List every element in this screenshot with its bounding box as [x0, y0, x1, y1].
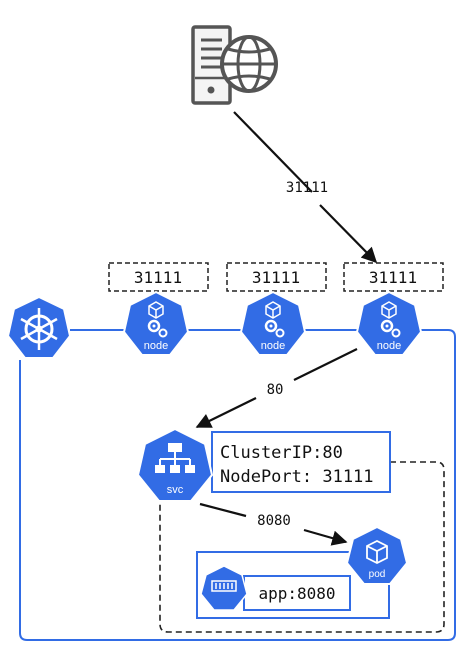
kubernetes-logo-icon — [6, 295, 72, 359]
cluster-boundary — [19, 329, 456, 641]
node-port-label: 31111 — [134, 268, 182, 287]
pod-badge-label: pod — [369, 569, 386, 580]
internet-port-label: 31111 — [286, 180, 328, 196]
cube-icon — [148, 301, 164, 319]
gear-icon — [264, 319, 285, 338]
cube-icon — [366, 539, 388, 565]
container-box — [243, 575, 351, 611]
svc-info-box — [211, 431, 391, 493]
svc-badge: svc — [136, 427, 214, 502]
node-svc-arrow-lower — [195, 397, 257, 428]
node-port-box-3: 31111 — [343, 262, 444, 292]
server-icon — [191, 25, 232, 105]
node-badge-label: node — [261, 340, 285, 352]
node-port-value-label: NodePort: 31111 — [220, 467, 374, 487]
node-badge-3: node — [355, 290, 423, 356]
cube-icon — [381, 301, 397, 319]
globe-icon — [220, 35, 278, 93]
gear-icon — [147, 319, 168, 338]
node-port-label: 31111 — [252, 268, 300, 287]
svc-port-label: 80 — [267, 382, 284, 398]
container-icon — [211, 580, 237, 592]
network-hierarchy-icon — [155, 443, 195, 473]
internet-arrow-lower — [319, 204, 378, 264]
node-svc-arrow-upper — [293, 348, 358, 381]
node-badge-label: node — [377, 340, 401, 352]
svc-pod-arrow-upper — [199, 502, 247, 518]
node-port-label: 31111 — [369, 268, 417, 287]
cube-icon — [265, 301, 281, 319]
node-badge-2: node — [239, 290, 307, 356]
gear-icon — [380, 319, 401, 338]
node-badge-1: node — [122, 290, 190, 356]
node-port-box-1: 31111 — [108, 262, 209, 292]
node-badge-label: node — [144, 340, 168, 352]
container-badge — [200, 565, 248, 611]
internet-arrow-upper — [233, 111, 313, 193]
node-port-box-2: 31111 — [226, 262, 327, 292]
svc-badge-label: svc — [167, 484, 184, 496]
service-scope-dashed — [159, 461, 445, 633]
container-label: app:8080 — [258, 584, 335, 603]
cluster-ip-label: ClusterIP:80 — [220, 443, 343, 463]
svc-pod-arrow-lower — [303, 528, 348, 546]
pod-port-label: 8080 — [257, 513, 291, 529]
pod-badge: pod — [345, 525, 409, 585]
